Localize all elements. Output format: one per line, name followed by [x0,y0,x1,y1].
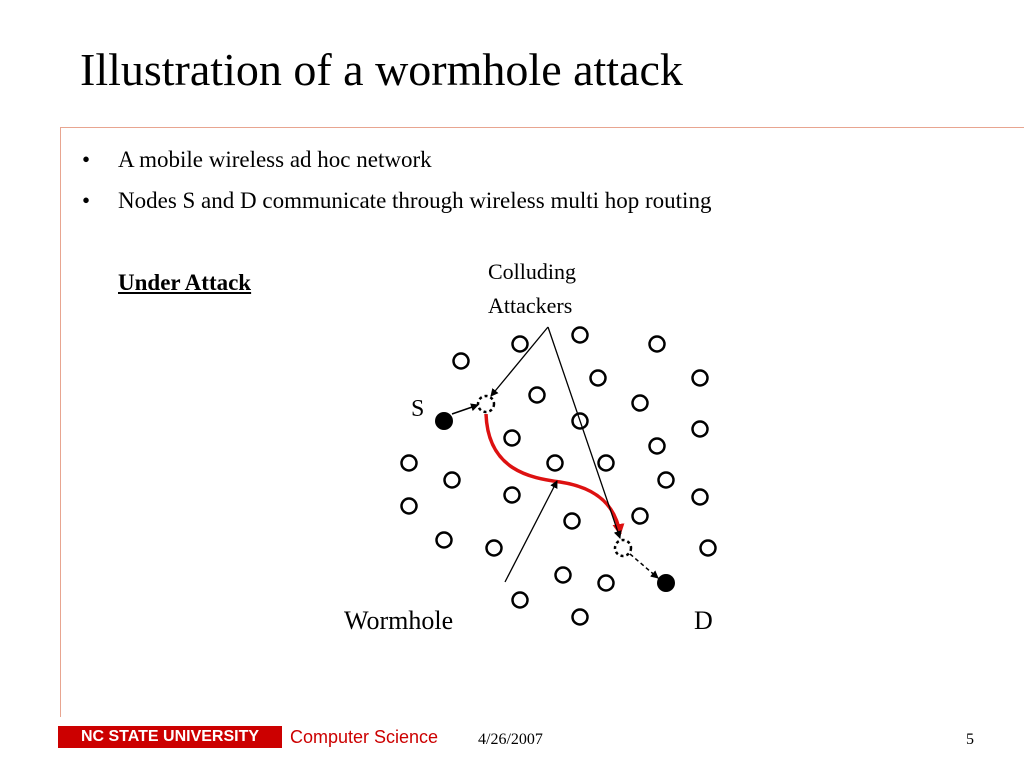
network-node [528,386,546,404]
wormhole-pointer [504,480,558,583]
wormhole-tunnel [484,413,625,536]
network-node [571,608,589,626]
network-node [657,471,675,489]
network-node [691,369,709,387]
title-divider [60,127,1024,128]
under-attack-heading: Under Attack [118,270,252,295]
attacker-to-destination-arrow [629,553,659,579]
source-node [435,412,453,430]
network-node [554,566,572,584]
bullet-text: A mobile wireless ad hoc network [118,147,432,172]
network-node [648,437,666,455]
network-node [546,454,564,472]
network-node [691,420,709,438]
attacker-node-lower [613,538,633,558]
network-node [631,394,649,412]
page-number: 5 [966,731,974,748]
network-node [699,539,717,557]
colluding-label-line2: Attackers [488,293,572,318]
destination-label: D [694,606,713,635]
network-node [503,486,521,504]
network-node [589,369,607,387]
wormhole-label: Wormhole [344,606,453,635]
bullet-marker: • [82,147,91,172]
department-name: Computer Science [290,727,439,747]
bullet-text: Nodes S and D communicate through wirele… [118,188,712,213]
colluding-label-line1: Colluding [488,259,576,284]
network-node [443,471,461,489]
colluding-pointer-upper [490,326,549,397]
network-node [400,454,418,472]
network-node [400,497,418,515]
network-node [648,335,666,353]
network-nodes [400,326,717,626]
slide-title: Illustration of a wormhole attack [80,44,683,95]
bullet-marker: • [82,188,91,213]
source-to-attacker-arrow [451,403,479,415]
network-node [691,488,709,506]
colluding-pointer-lower [547,326,622,539]
network-node [503,429,521,447]
network-node [631,507,649,525]
network-node [571,326,589,344]
university-logo: NC STATE UNIVERSITY [58,726,282,748]
left-margin-rule [60,127,61,717]
destination-node [657,574,675,592]
network-node [452,352,470,370]
network-node [597,574,615,592]
network-node [485,539,503,557]
network-node [435,531,453,549]
network-node [511,591,529,609]
network-node [511,335,529,353]
footer-date: 4/26/2007 [478,731,543,748]
source-label: S [411,396,424,422]
network-node [563,512,581,530]
attacker-node-upper [476,394,496,414]
network-node [597,454,615,472]
